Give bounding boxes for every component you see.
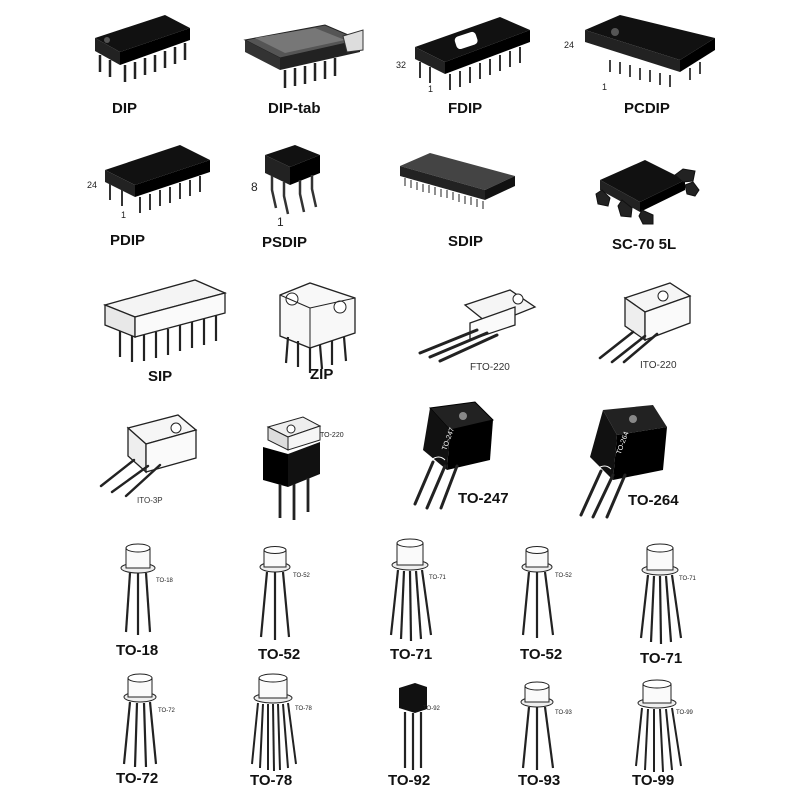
to78-package: TO-78 xyxy=(248,672,318,777)
sip-label: SIP xyxy=(148,368,173,385)
to18-tag: TO-18 xyxy=(156,578,173,584)
to247-label: TO-247 xyxy=(458,490,509,507)
psdip-package: 8 1 xyxy=(250,140,330,230)
ito220-drawing xyxy=(598,282,692,364)
pdip-pin-bottom: 1 xyxy=(121,210,127,220)
to78-drawing xyxy=(251,673,297,772)
to264-label: TO-264 xyxy=(628,492,679,509)
pdip-package: 24 1 xyxy=(87,140,215,225)
to52b-tag: TO-52 xyxy=(555,573,572,579)
to71b-package: TO-71 xyxy=(635,540,700,650)
pcdip-package: 24 1 xyxy=(564,10,720,95)
to220-drawing xyxy=(263,416,322,520)
to78-tag: TO-78 xyxy=(295,706,312,712)
to78-label: TO-78 xyxy=(250,772,293,789)
to92-label: TO-92 xyxy=(388,772,431,789)
pdip-label: PDIP xyxy=(110,232,146,249)
dip-drawing xyxy=(95,15,190,82)
sc70-label: SC-70 5L xyxy=(612,236,677,253)
dip-package xyxy=(85,10,195,90)
sdip-drawing xyxy=(400,153,515,209)
to93-tag: TO-93 xyxy=(555,710,572,716)
pcdip-pin-bottom: 1 xyxy=(602,82,608,92)
pcdip-pin-top: 24 xyxy=(564,40,575,50)
ito3p-drawing xyxy=(99,414,198,498)
to71a-drawing xyxy=(389,538,433,642)
pdip-pin-top: 24 xyxy=(87,180,98,190)
to99-tag: TO-99 xyxy=(676,710,693,716)
to18-label: TO-18 xyxy=(116,642,159,659)
diptab-package xyxy=(235,20,365,95)
sc70-package xyxy=(590,150,700,230)
zip-package xyxy=(270,275,360,375)
ito220-label: ITO-220 xyxy=(640,360,677,371)
to72-label: TO-72 xyxy=(116,770,159,787)
to92-package: TO-92 xyxy=(393,680,448,775)
to92-tag: TO-92 xyxy=(423,706,440,712)
to99-label: TO-99 xyxy=(632,772,675,789)
to93-drawing xyxy=(520,681,555,770)
to93-package: TO-93 xyxy=(515,680,575,775)
to18-drawing xyxy=(120,543,156,635)
ito220-package xyxy=(595,278,695,368)
to99-drawing xyxy=(635,679,682,773)
to92-drawing xyxy=(399,683,427,770)
to264-drawing: TO-264 xyxy=(579,405,667,519)
psdip-pin-top: 8 xyxy=(251,180,258,194)
to52a-label: TO-52 xyxy=(258,646,301,663)
to99-package: TO-99 xyxy=(632,678,702,778)
to18-package: TO-18 xyxy=(118,540,178,640)
zip-label: ZIP xyxy=(310,366,334,383)
to71b-tag: TO-71 xyxy=(679,576,696,582)
fto220-drawing xyxy=(418,289,537,363)
to72-package: TO-72 xyxy=(118,672,178,772)
to220-package xyxy=(258,412,323,522)
to71b-label: TO-71 xyxy=(640,650,683,667)
psdip-drawing xyxy=(265,145,320,215)
to72-tag: TO-72 xyxy=(158,708,175,714)
fdip-pin-bottom: 1 xyxy=(428,84,434,94)
fto220-package xyxy=(415,285,540,365)
to52a-tag: TO-52 xyxy=(293,573,310,579)
fdip-drawing xyxy=(415,17,530,90)
diptab-drawing xyxy=(243,24,364,88)
ito3p-label: ITO-3P xyxy=(137,496,163,505)
psdip-label: PSDIP xyxy=(262,234,308,251)
sc70-drawing xyxy=(595,160,700,225)
pdip-drawing xyxy=(105,145,210,213)
psdip-pin-bottom: 1 xyxy=(277,215,284,229)
sdip-package xyxy=(395,148,520,218)
sdip-label: SDIP xyxy=(448,233,484,250)
to264-package: TO-264 xyxy=(575,405,670,520)
to247-package: TO-247 xyxy=(405,400,495,510)
to52b-drawing xyxy=(521,546,555,638)
to93-label: TO-93 xyxy=(518,772,561,789)
to52b-label: TO-52 xyxy=(520,646,563,663)
to247-drawing: TO-247 xyxy=(413,401,494,510)
to220-tag: TO-220 xyxy=(320,432,344,439)
fdip-label: FDIP xyxy=(448,100,483,117)
pcdip-drawing xyxy=(585,15,715,87)
sip-drawing xyxy=(102,279,227,362)
to71b-drawing xyxy=(639,543,683,645)
to52a-drawing xyxy=(259,546,291,640)
sip-package xyxy=(100,275,230,370)
dip-label: DIP xyxy=(112,100,138,117)
to52a-package: TO-52 xyxy=(255,545,315,645)
fdip-package: 32 1 xyxy=(396,12,535,97)
diptab-label: DIP-tab xyxy=(268,100,321,117)
to71a-package: TO-71 xyxy=(385,535,450,645)
to72-drawing xyxy=(122,673,158,768)
fto220-label: FTO-220 xyxy=(470,362,510,373)
to71a-label: TO-71 xyxy=(390,646,433,663)
zip-drawing xyxy=(279,282,356,373)
pcdip-label: PCDIP xyxy=(624,100,670,117)
ito3p-package xyxy=(98,410,198,500)
to52b-package: TO-52 xyxy=(515,545,575,645)
fdip-pin-top: 32 xyxy=(396,60,407,70)
to71a-tag: TO-71 xyxy=(429,575,446,581)
